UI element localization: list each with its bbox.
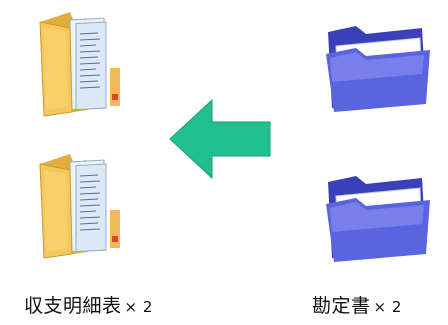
right-caption-text: 勘定書 xyxy=(312,295,371,317)
blue-folder-top xyxy=(322,22,434,114)
folder-with-documents-icon xyxy=(39,154,120,259)
folder-with-documents-icon xyxy=(39,12,120,117)
left-multiplier: × 2 xyxy=(124,298,153,316)
document-folder-top xyxy=(30,8,130,120)
transfer-arrow xyxy=(168,98,272,180)
right-caption: 勘定書× 2 xyxy=(312,291,402,318)
blue-folder-bottom xyxy=(322,172,434,264)
blue-folder-icon xyxy=(326,26,430,112)
blue-folder-icon xyxy=(326,176,430,262)
left-caption-text: 収支明細表 xyxy=(24,295,122,317)
document-folder-bottom xyxy=(30,150,130,262)
right-multiplier: × 2 xyxy=(373,298,402,316)
left-caption: 収支明細表× 2 xyxy=(24,291,153,318)
arrow-left-icon xyxy=(169,98,271,180)
